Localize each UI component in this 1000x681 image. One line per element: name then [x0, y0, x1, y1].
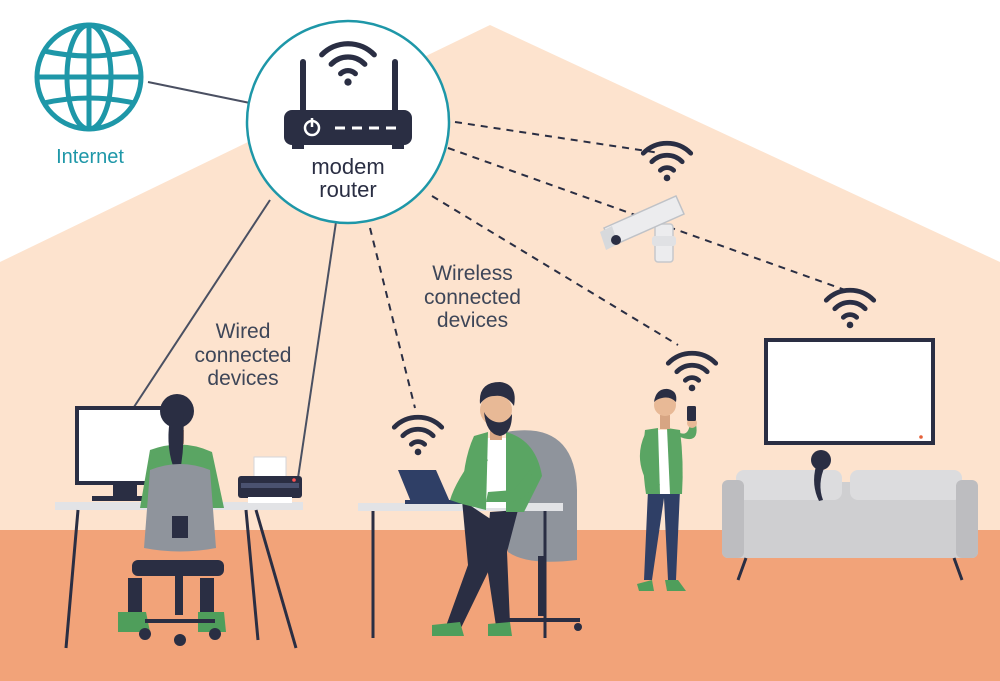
- seated-man: [432, 382, 542, 636]
- office-chair-left: [132, 464, 224, 646]
- modem-router-label-line1: modem: [311, 154, 385, 179]
- internet-label: Internet: [20, 146, 160, 168]
- wireless-phone: [431, 195, 679, 346]
- wireless-label-line3: devices: [436, 309, 509, 333]
- modem-router-label: modem router: [262, 155, 434, 201]
- modem-router-label-line2: router: [319, 177, 377, 203]
- wired-connections: [131, 81, 337, 479]
- wireless-devices-label: Wireless connected devices: [400, 262, 545, 333]
- desk-right: [358, 503, 563, 638]
- security-camera-icon: [600, 195, 685, 263]
- wireless-camera: [454, 121, 661, 154]
- sofa: [722, 450, 978, 581]
- wired-label-line2: connected: [194, 343, 292, 367]
- smartphone-icon: [687, 406, 696, 421]
- wired-devices-label: Wired connected devices: [163, 320, 323, 391]
- tv-icon: [764, 338, 935, 445]
- wireless-label-line2: connected: [424, 285, 521, 309]
- wired-label-line3: devices: [207, 367, 279, 391]
- globe-icon: [34, 22, 144, 132]
- wire-printer: [297, 221, 337, 479]
- wired-label-line1: Wired: [215, 320, 271, 343]
- wireless-label-line1: Wireless: [432, 262, 513, 285]
- house-background: [0, 25, 1000, 540]
- laptop-icon: [398, 470, 473, 504]
- wireless-laptop: [369, 227, 416, 409]
- wire-desktop: [131, 199, 271, 411]
- standing-person: [637, 388, 697, 591]
- router-icon: [284, 59, 412, 149]
- printer-icon: [238, 456, 302, 503]
- wire-internet: [147, 81, 251, 104]
- internet-label-text: Internet: [56, 146, 124, 168]
